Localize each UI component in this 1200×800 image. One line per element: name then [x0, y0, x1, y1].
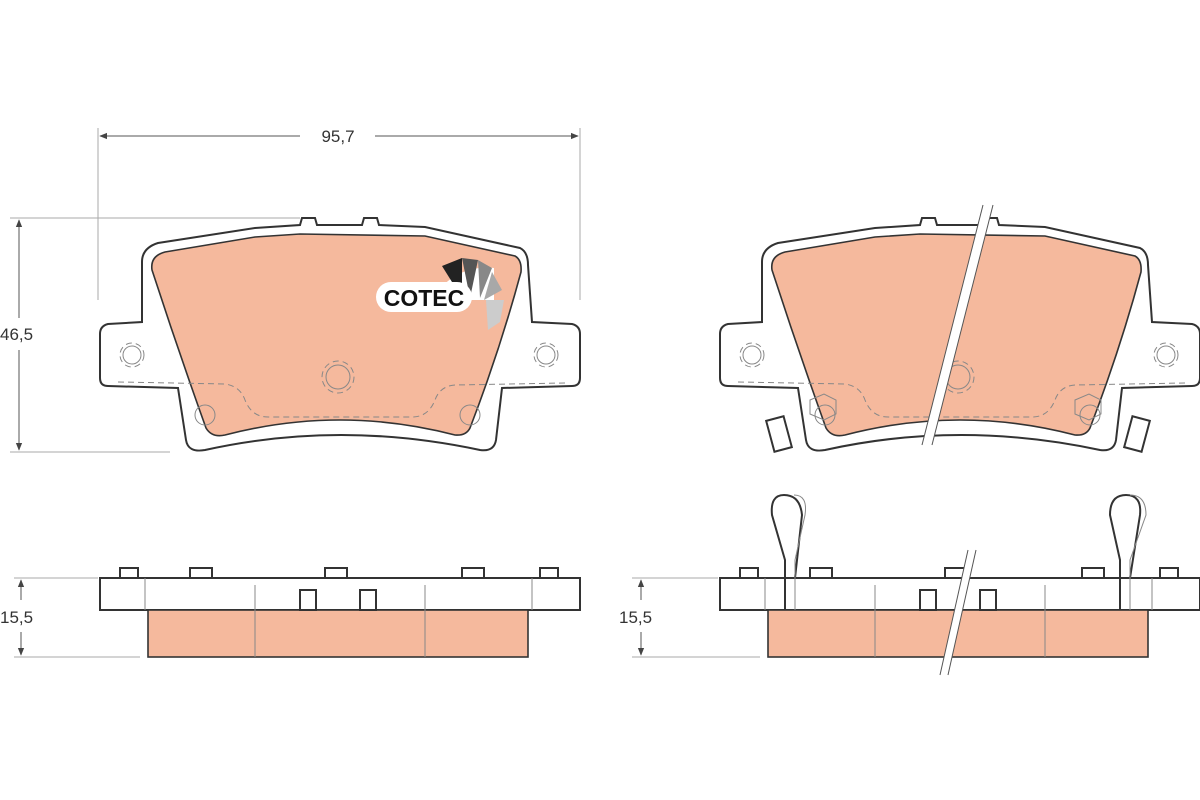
spring-clip-left [770, 493, 806, 610]
pad-front-view-left [99, 217, 581, 452]
cotec-logo: COTEC [376, 258, 504, 330]
pad-side-view-right [719, 493, 1200, 676]
dimension-thickness-left: 15,5 [0, 577, 140, 658]
dimension-height: 46,5 [0, 217, 300, 453]
spring-clip-right [1108, 493, 1147, 610]
dimension-width: 95,7 [97, 127, 581, 300]
break-line [922, 205, 993, 445]
cotec-logo-text: COTEC [384, 285, 465, 311]
pad-side-view-left [99, 567, 581, 658]
dimension-thickness-left-label: 15,5 [0, 608, 33, 627]
dimension-width-label: 95,7 [321, 127, 354, 146]
dimension-height-label: 46,5 [0, 325, 33, 344]
dimension-thickness-right-label: 15,5 [619, 608, 652, 627]
pad-front-view-right [719, 204, 1200, 454]
dimension-thickness-right: 15,5 [619, 577, 760, 658]
